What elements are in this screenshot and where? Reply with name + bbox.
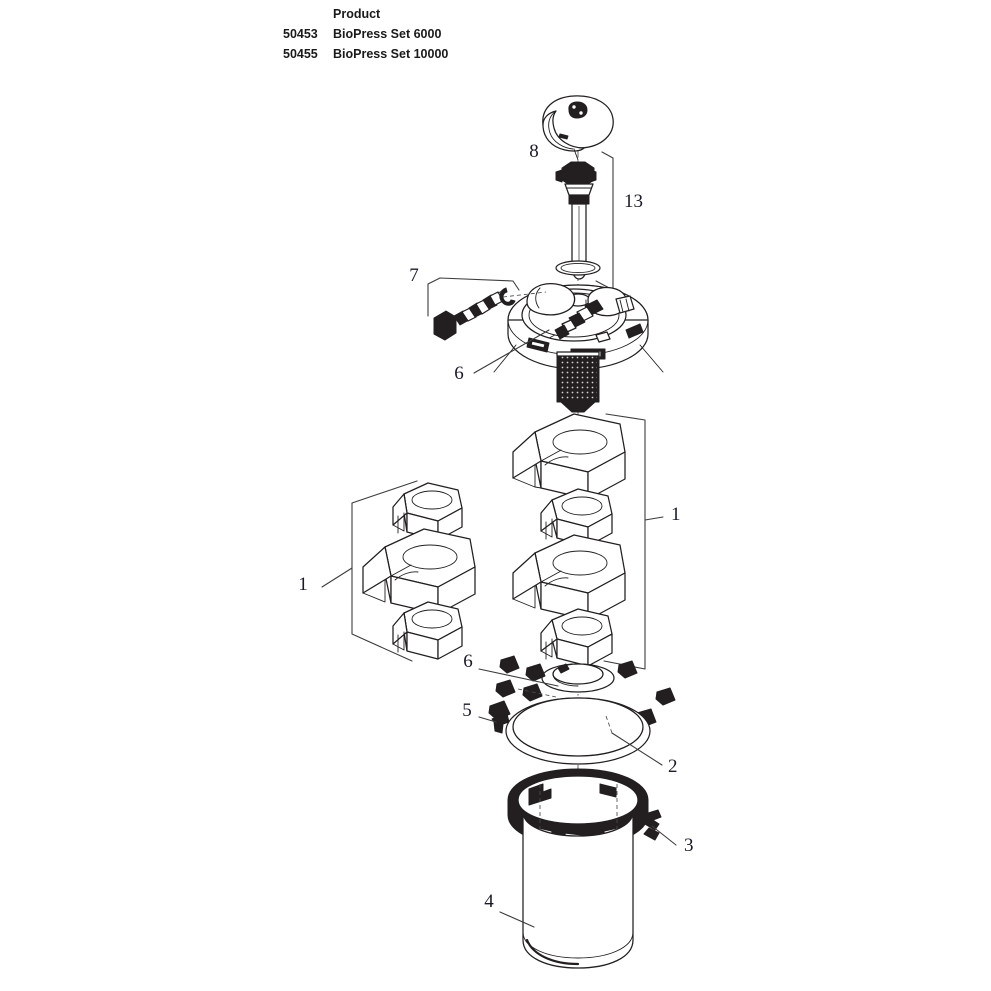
leader-3 [651, 825, 677, 846]
callout-1-right: 1 [671, 504, 681, 525]
callout-labels: 8 13 7 6 1 1 6 5 2 3 4 [298, 141, 693, 912]
product-table-header: Product [333, 4, 448, 24]
foam-element-small [392, 482, 463, 541]
part-container-o-ring [505, 697, 663, 766]
cleaning-clip [488, 700, 511, 734]
part-uv-lamp-assembly [555, 151, 614, 291]
callout-1-left: 1 [298, 574, 308, 595]
clip [525, 663, 546, 682]
leader-6-clips [478, 668, 559, 687]
clamp-latch [642, 809, 662, 841]
product-code: 50455 [283, 47, 318, 61]
table-row: 50455 BioPress Set 10000 [283, 44, 448, 64]
product-name: BioPress Set 10000 [333, 47, 449, 61]
clip [499, 655, 520, 674]
callout-3: 3 [684, 835, 694, 856]
part-filter-container [499, 768, 677, 969]
product-code: 50453 [283, 27, 318, 41]
leader-4 [499, 911, 535, 928]
callout-7: 7 [409, 265, 419, 286]
part-cap-cover [542, 95, 614, 161]
product-table-header-product: Product [333, 7, 381, 21]
callout-13: 13 [624, 191, 643, 212]
part-filter-head [493, 283, 664, 413]
table-row: 50453 BioPress Set 6000 [283, 24, 448, 44]
foam-element-small [540, 608, 613, 667]
callout-8: 8 [529, 141, 539, 162]
clip [617, 660, 638, 679]
callout-6-clips: 6 [463, 651, 473, 672]
clip [522, 683, 543, 702]
part-hose-connector [427, 277, 547, 341]
product-name: BioPress Set 6000 [333, 27, 442, 41]
leader-5 [478, 716, 497, 723]
foam-element-large [512, 413, 626, 500]
callout-6-head: 6 [454, 363, 464, 384]
callout-2: 2 [668, 756, 678, 777]
leader-6-head [473, 329, 550, 374]
callout-4: 4 [484, 891, 494, 912]
part-foam-stack-left [321, 480, 476, 662]
callout-5: 5 [462, 700, 472, 721]
part-foam-stack-center [512, 413, 664, 670]
foam-element-small [392, 601, 463, 660]
clip [495, 679, 516, 698]
head-outlet-nozzle [548, 286, 635, 340]
part-clip-set [478, 655, 676, 734]
leader-2 [611, 732, 663, 766]
clip [655, 687, 676, 706]
product-table: Product 50453 BioPress Set 6000 50455 BioP… [283, 4, 448, 64]
foam-element-large [512, 534, 626, 621]
foam-element-large [362, 528, 476, 615]
